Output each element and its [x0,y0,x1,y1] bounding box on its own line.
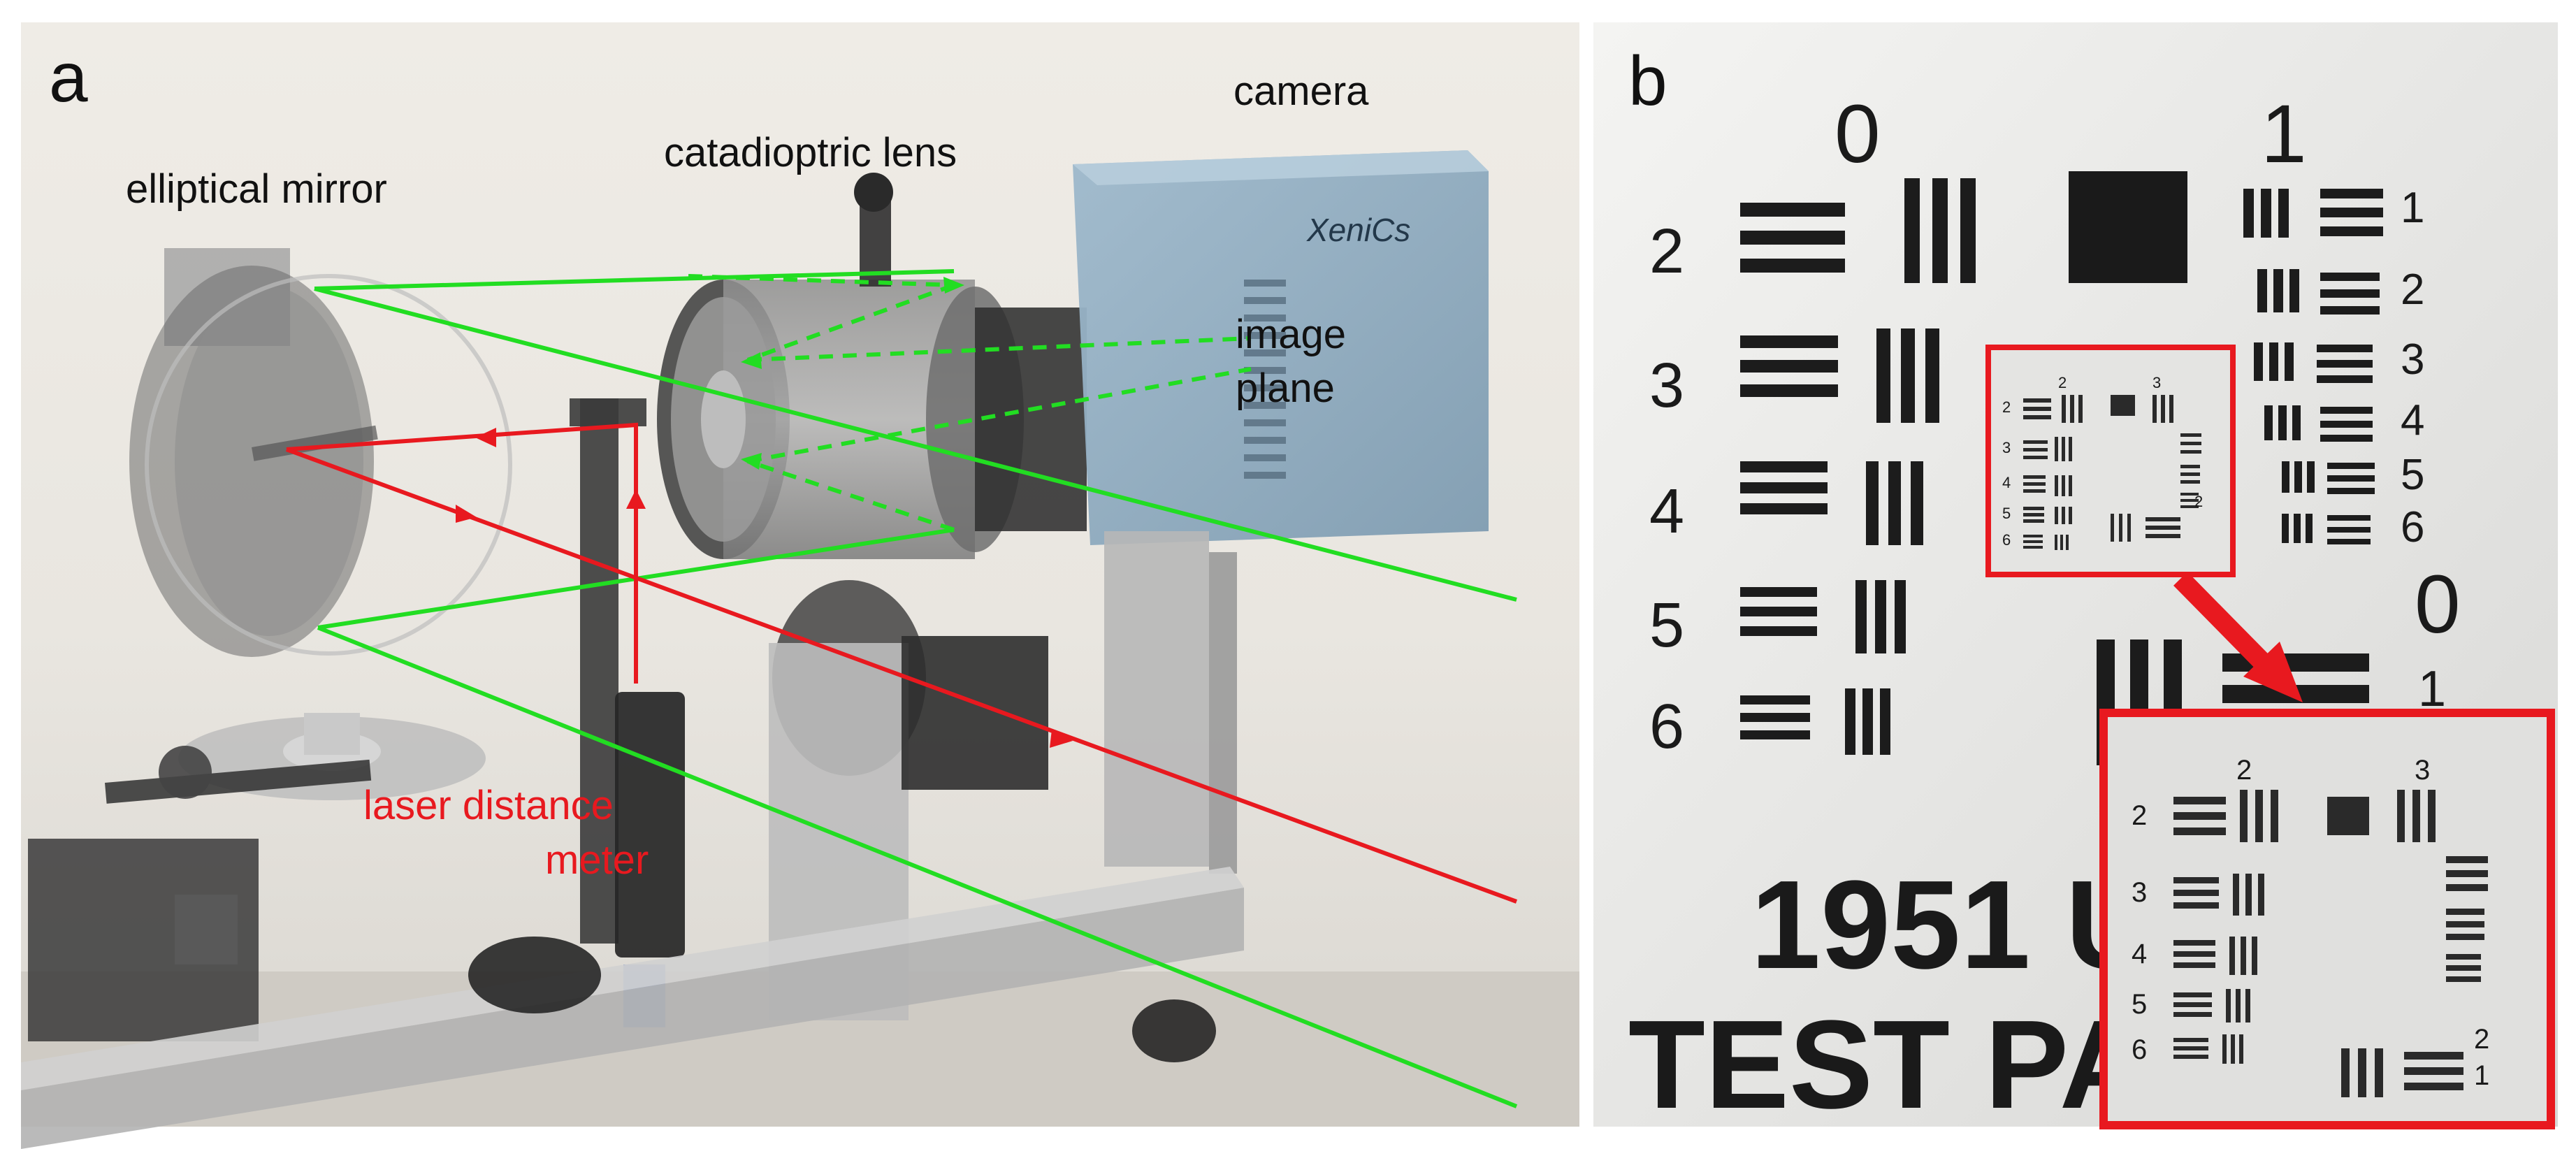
zoom-number: 2 [2132,800,2147,831]
annotation-laser-1: laser distance [363,783,614,828]
zoom-number: 6 [2132,1034,2147,1065]
inset-number: 2 [2194,493,2203,510]
camera-vents [1244,280,1286,479]
inset-number: 2 [2058,374,2067,391]
small-inset: 2 3 2 3 4 5 6 2 [1985,345,2236,577]
target-text-test: TEST PA [1628,995,2150,1135]
annotation-elliptical-mirror: elliptical mirror [126,166,387,212]
group-number-1-right: 1 [2418,661,2446,717]
element-number: 3 [2401,335,2424,384]
annotation-image-plane-1: image [1236,312,1346,357]
zoom-number: 3 [2415,755,2430,786]
target-text-1951: 1951 U [1751,855,2156,995]
group-number-0-right: 0 [2415,558,2461,651]
left-element-numbers: 2 3 4 5 6 [1649,217,1684,762]
annotation-camera: camera [1233,68,1369,114]
annotation-laser-2: meter [545,837,649,883]
green-rays-dashed [688,274,1252,532]
red-arrowheads [456,428,1073,748]
elliptical-mirror [129,248,512,657]
inset-number: 5 [2002,505,2011,522]
element-number: 6 [2401,503,2424,551]
zoom-number: 4 [2132,939,2147,969]
element-number: 4 [1649,477,1684,547]
group-number-0-top: 0 [1835,88,1881,180]
green-arrowheads [741,277,964,470]
camera-mount-post [1104,531,1237,874]
panel-b: b 0 1 0 1 2 3 4 5 6 [1593,22,2558,1135]
zoom-inset: 2 3 2 3 4 5 6 2 1 [2099,709,2555,1129]
red-rays [285,422,1518,904]
element-number: 5 [1649,591,1684,660]
inset-number: 3 [2152,374,2161,391]
right-element-numbers: 1 2 3 4 5 6 [2401,184,2424,551]
element-number: 2 [1649,217,1684,287]
element-number: 1 [2401,184,2424,232]
panel-divider [1581,0,1593,1149]
annotation-catadioptric-lens: catadioptric lens [664,130,957,175]
panel-a-label: a [49,38,88,117]
group-number-1-top: 1 [2261,88,2307,180]
zoom-number: 3 [2132,877,2147,908]
element-number: 5 [2401,451,2424,499]
element-number: 6 [1649,692,1684,762]
base-rail [21,867,1244,1149]
panel-a: XeniCs [21,22,1579,1149]
zoom-number: 2 [2474,1024,2489,1055]
element-number: 3 [1649,351,1684,421]
camera: XeniCs [1073,150,1489,545]
rotation-stage [28,713,486,1041]
annotation-image-plane-2: plane [1236,366,1335,411]
element-number: 2 [2401,266,2424,314]
zoom-number: 5 [2132,989,2147,1020]
zoom-inset-highlight [2099,709,2555,1129]
element-number: 4 [2401,396,2424,445]
inset-number: 6 [2002,531,2011,549]
inset-number: 4 [2002,474,2011,491]
zoom-number: 1 [2474,1060,2489,1091]
inset-number: 2 [2002,398,2011,416]
camera-brand: XeniCs [1306,212,1410,248]
left-bar-groups [1740,178,1976,755]
zoom-arrow [2173,572,2303,702]
small-inset-highlight [1985,345,2236,577]
target-square [2069,171,2187,283]
inset-number: 3 [2002,439,2011,456]
zoom-number: 2 [2236,755,2252,786]
panel-b-label: b [1628,42,1667,120]
